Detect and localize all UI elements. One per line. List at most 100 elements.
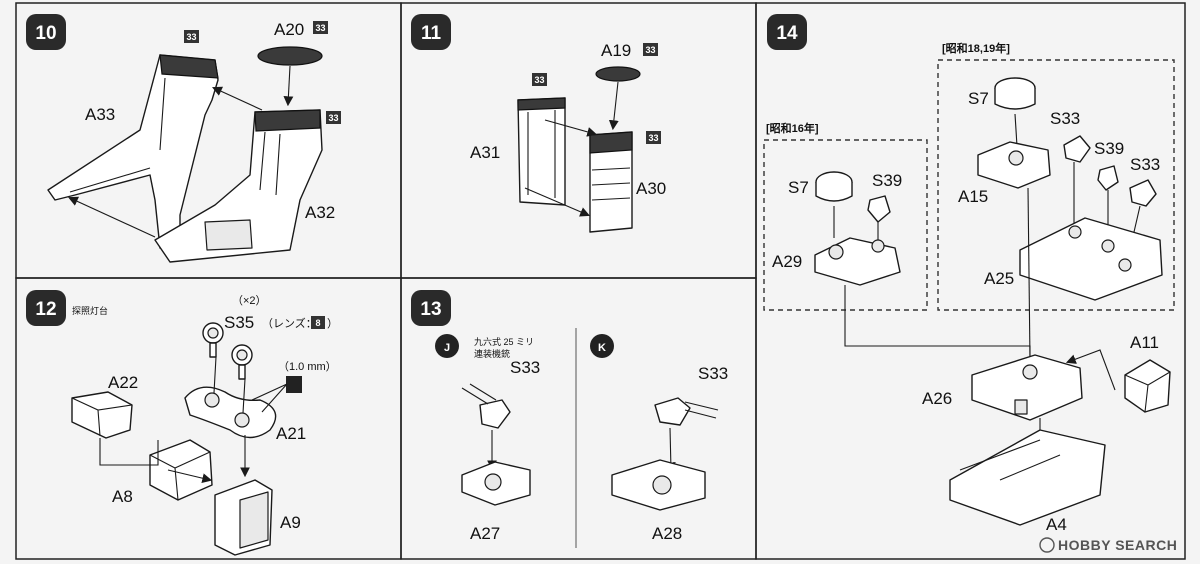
label-a15: A15 <box>958 187 988 206</box>
svg-text:33: 33 <box>186 32 196 42</box>
step-14: 14 [昭和16年] [昭和18,19年] S7 S39 A29 <box>763 14 1177 553</box>
part-s7 <box>815 171 853 202</box>
color-badge: 33 <box>643 43 658 56</box>
label-a26: A26 <box>922 389 952 408</box>
watermark: HOBBY SEARCH <box>1039 537 1177 553</box>
watermark-text: HOBBY SEARCH <box>1058 537 1177 553</box>
part-a4 <box>949 429 1106 526</box>
color-badge: 33 <box>326 111 341 124</box>
group-title-1943: [昭和18,19年] <box>942 41 1010 55</box>
group-title-1941: [昭和16年] <box>766 121 819 135</box>
label-a22: A22 <box>108 373 138 392</box>
label-a29: A29 <box>772 252 802 271</box>
part-a28 <box>611 459 706 511</box>
assembly-lines <box>1027 187 1031 361</box>
group-box-1941 <box>763 139 928 311</box>
group-box-1943 <box>937 59 1175 311</box>
assembly-lines <box>833 206 879 240</box>
part-s35 <box>202 322 253 380</box>
color-badge: 33 <box>532 73 547 86</box>
label-a4: A4 <box>1046 515 1067 534</box>
step-number: 13 <box>420 299 441 320</box>
step-number-badge: 11 <box>411 14 451 50</box>
lens-color-code: 8 <box>315 318 320 328</box>
label-s35: S35 <box>224 313 254 332</box>
svg-text:33: 33 <box>534 75 544 85</box>
svg-text:33: 33 <box>645 45 655 55</box>
watermark-icon <box>1039 537 1055 553</box>
part-a29 <box>814 237 901 286</box>
label-a25: A25 <box>984 269 1014 288</box>
label-a21: A21 <box>276 424 306 443</box>
thickness-note: （1.0 mm） <box>278 360 337 373</box>
arrow-a8-a9 <box>167 469 213 484</box>
label-a32: A32 <box>305 203 335 222</box>
part-a20 <box>257 46 323 66</box>
variant-caption: 九六式 25 ミリ <box>474 336 534 347</box>
arrow-a11-a26 <box>1065 349 1116 391</box>
part-s33 <box>1063 135 1091 163</box>
label-a30: A30 <box>636 179 666 198</box>
step-13: 13 J 九六式 25 ミリ 連装機銃 S33 A27 K S33 <box>411 290 728 548</box>
label-a9: A9 <box>280 513 301 532</box>
label-s33: S33 <box>510 358 540 377</box>
label-a27: A27 <box>470 524 500 543</box>
svg-text:33: 33 <box>648 133 658 143</box>
part-a25 <box>1019 217 1163 301</box>
variant-caption: 連装機銃 <box>474 348 510 359</box>
part-a9 <box>214 479 273 556</box>
step-number: 14 <box>776 23 798 44</box>
svg-text:33: 33 <box>328 113 338 123</box>
assembly-lines <box>213 356 288 414</box>
part-s39 <box>1097 165 1119 191</box>
label-a19: A19 <box>601 41 631 60</box>
step-11: 11 33 33 33 A19 A31 <box>411 14 666 233</box>
part-a21 <box>184 386 277 439</box>
step-number: 11 <box>421 23 442 44</box>
svg-text:33: 33 <box>315 23 325 33</box>
label-s39: S39 <box>872 171 902 190</box>
step-number: 10 <box>35 23 56 44</box>
color-badge: 33 <box>184 30 199 43</box>
color-badge: 33 <box>313 21 328 34</box>
part-a26 <box>971 354 1083 421</box>
part-s7 <box>994 77 1036 110</box>
variant-k: K S33 A28 <box>590 334 728 543</box>
arrow-a31-base <box>524 187 591 217</box>
panel-step-11 <box>400 2 757 279</box>
step-number-badge: 10 <box>26 14 66 50</box>
arrow-a31-a30 <box>544 119 598 137</box>
label-a11: A11 <box>1130 333 1159 352</box>
arrow-a33-base <box>68 196 156 238</box>
step-12: 12 探照灯台 （×2） S35 （レンズ： 8 ） （1.0 mm） <box>26 290 338 556</box>
variant-letter: J <box>444 342 450 354</box>
step-caption: 探照灯台 <box>72 305 108 316</box>
label-s7: S7 <box>968 89 989 108</box>
step-number-badge: 14 <box>767 14 807 50</box>
part-a11 <box>1124 359 1171 413</box>
label-a28: A28 <box>652 524 682 543</box>
part-a30 <box>589 131 633 233</box>
label-s7: S7 <box>788 178 809 197</box>
quantity-note: （×2） <box>232 294 267 307</box>
part-s39 <box>867 195 891 223</box>
label-a33: A33 <box>85 105 115 124</box>
part-a15 <box>977 141 1051 189</box>
arrow-a20 <box>283 65 294 107</box>
label-s33: S33 <box>1050 109 1080 128</box>
panel-frames <box>15 2 1186 560</box>
part-a27 <box>461 461 531 506</box>
arrow-a19 <box>608 81 619 131</box>
step-number-badge: 13 <box>411 290 451 326</box>
arrow-a29-a26 <box>844 285 1035 371</box>
lens-color-badge <box>311 316 325 329</box>
label-s33: S33 <box>1130 155 1160 174</box>
label-a20: A20 <box>274 20 304 39</box>
part-a8 <box>149 439 213 501</box>
lens-note-close: ） <box>327 317 338 330</box>
part-s33 <box>1129 179 1157 207</box>
part-a32 <box>154 109 323 263</box>
part-s33 <box>654 397 719 426</box>
